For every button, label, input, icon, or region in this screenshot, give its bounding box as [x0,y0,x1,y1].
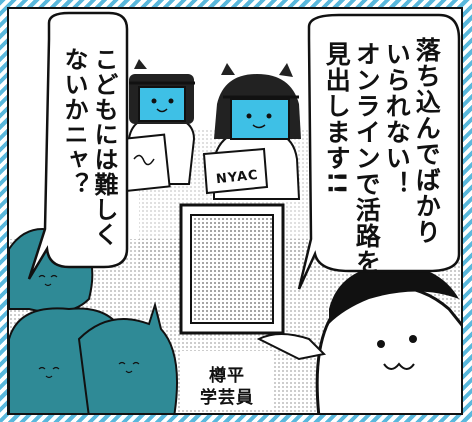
curator-figure [256,264,461,413]
tablet-device [179,203,285,335]
staff-figure-right [202,63,301,200]
scene-art [9,11,461,413]
speech-bubble-right [297,13,461,290]
speech-bubble-left [27,11,129,280]
speech-right-line-3: オンラインで活路を [352,41,382,275]
panel-frame: NYAC 落ち込んでばかり いられない！ オンラインで活路を 見出します!! こ… [7,7,463,415]
speech-right-line-1: 落ち込んでばかり [412,37,442,245]
speech-right-line-2: いられない！ [382,41,412,197]
speech-right-line-4: 見出します!! [322,41,352,196]
caption-name: 樽平 [209,366,245,386]
speech-left-line-2: ないかニャ？ [60,47,88,197]
staff-figure-left [115,59,196,193]
speech-left-line-1: こどもには難しく [90,47,118,247]
caption-role: 学芸員 [200,388,254,408]
caption-plate [181,351,273,409]
